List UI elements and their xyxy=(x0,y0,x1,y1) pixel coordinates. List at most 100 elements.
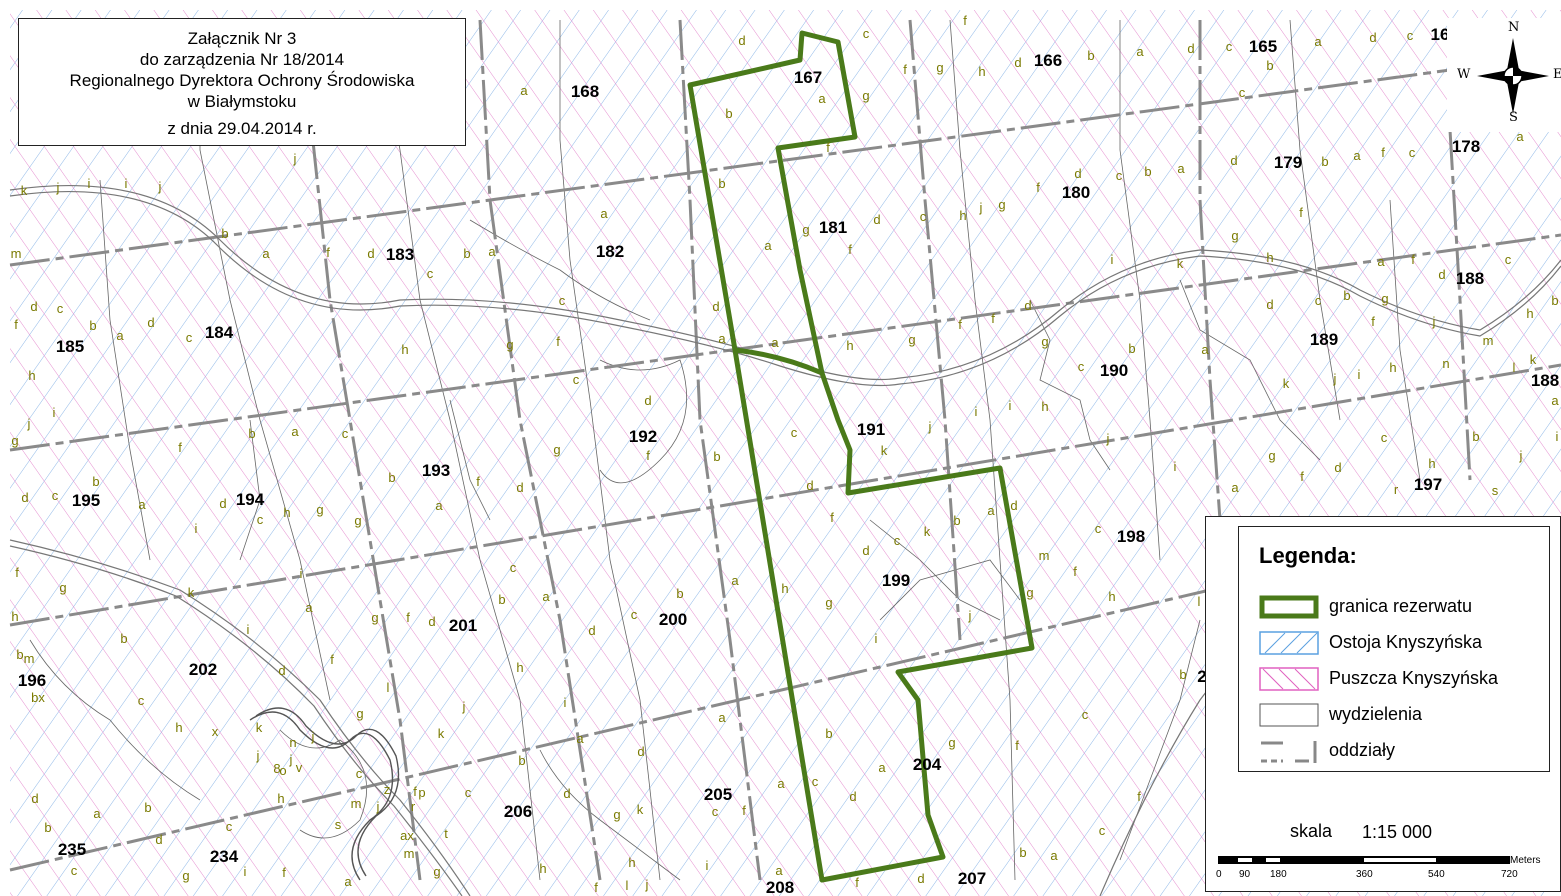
subunit-label: f xyxy=(1371,314,1375,329)
subunit-label: h xyxy=(1108,589,1115,604)
legend-box: Legenda: granica rezerwatu Ostoja Knyszy… xyxy=(1238,526,1550,772)
subunit-label: b xyxy=(92,474,99,489)
subunit-label: f xyxy=(742,803,746,818)
scale-tick-720: 720 xyxy=(1501,869,1518,880)
subunit-label: l xyxy=(626,878,629,893)
subunit-label: h xyxy=(11,609,18,624)
compartment-number: 207 xyxy=(958,869,986,888)
compartment-number: 199 xyxy=(882,571,910,590)
subunit-label: d xyxy=(1074,166,1081,181)
compartment-number: 179 xyxy=(1274,153,1302,172)
subunit-label: g xyxy=(825,595,832,610)
subunit-label: a xyxy=(731,573,739,588)
compass-rose: N S W E xyxy=(1447,18,1561,132)
compartment-number: 193 xyxy=(422,461,450,480)
compartment-number: 204 xyxy=(913,755,942,774)
subunit-label: j xyxy=(293,151,297,166)
subunit-label: c xyxy=(1239,85,1246,100)
compartment-numbers: 1671681661651617817918018118218318418518… xyxy=(18,25,1559,896)
subunit-label: g xyxy=(1268,448,1275,463)
scale-unit: Meters xyxy=(1510,855,1541,866)
subunit-label: b xyxy=(248,426,255,441)
subunit-label: a xyxy=(488,244,496,259)
subunit-label: c xyxy=(712,804,719,819)
reserve-boundary[interactable] xyxy=(687,30,1035,883)
subunit-label: c xyxy=(1315,293,1322,308)
subunit-label: g xyxy=(1381,291,1388,306)
subunit-label: h xyxy=(516,660,523,675)
compartment-number: 190 xyxy=(1100,361,1128,380)
subunit-label: m xyxy=(1483,333,1494,348)
subunit-label: d xyxy=(873,212,880,227)
subunit-label: a xyxy=(1551,393,1559,408)
subunit-label: g xyxy=(356,706,363,721)
subunit-label: a xyxy=(1231,480,1239,495)
subunit-label: a xyxy=(93,806,101,821)
subunit-label: f xyxy=(830,510,834,525)
subunit-label: c xyxy=(920,209,927,224)
subunit-label: a xyxy=(576,731,584,746)
subunit-label: i xyxy=(1556,429,1559,444)
subunit-label: a xyxy=(1201,342,1209,357)
title-box: Załącznik Nr 3 do zarządzenia Nr 18/2014… xyxy=(18,18,466,146)
subunit-label: c xyxy=(1409,145,1416,160)
subunit-label: f xyxy=(1015,738,1019,753)
subunit-label: c xyxy=(427,266,434,281)
subunit-label: h xyxy=(539,861,546,876)
subunit-label: i xyxy=(53,405,56,420)
subunit-label: g xyxy=(998,197,1005,212)
subunit-label: a xyxy=(344,874,352,889)
legend-item-puszcza: Puszcza Knyszyńska xyxy=(1259,665,1549,691)
subunit-label: i xyxy=(564,695,567,710)
subunit-label: a xyxy=(718,710,726,725)
subunit-label: d xyxy=(738,33,745,48)
subunit-label: f xyxy=(1073,564,1077,579)
subunit-label: b xyxy=(16,647,23,662)
compartment-lines xyxy=(9,19,1561,881)
subunit-label: b xyxy=(1321,154,1328,169)
subunit-label: g xyxy=(506,337,513,352)
subunit-label: m xyxy=(11,246,22,261)
legend-label-ostoja: Ostoja Knyszyńska xyxy=(1329,632,1483,652)
compartment-number: 197 xyxy=(1414,475,1442,494)
subunit-label: g xyxy=(908,332,915,347)
legend-label-wydzielenia: wydzielenia xyxy=(1329,704,1423,724)
subunit-label: f xyxy=(556,334,560,349)
subunit-label: d xyxy=(862,543,869,558)
subunit-label: g xyxy=(553,442,560,457)
subunit-label: c xyxy=(1095,521,1102,536)
title-line-4: w Białymstoku xyxy=(187,92,297,111)
subunit-label: f xyxy=(1411,252,1415,267)
compartment-number: 200 xyxy=(659,610,687,629)
subunit-label: d xyxy=(1024,298,1031,313)
compartment-number: 205 xyxy=(704,785,732,804)
subunit-label: h xyxy=(1526,306,1533,321)
subunit-label: g xyxy=(936,60,943,75)
subunit-label: g xyxy=(433,864,440,879)
compartment-number: 181 xyxy=(819,218,847,237)
subunit-label: g xyxy=(613,807,620,822)
subunit-label: g xyxy=(1026,585,1033,600)
subunit-label: d xyxy=(219,496,226,511)
subunit-label: f xyxy=(1300,469,1304,484)
subunit-label: x xyxy=(212,724,219,739)
subunit-label: f xyxy=(326,245,330,260)
compass-east: E xyxy=(1553,67,1561,82)
subunit-label: c xyxy=(863,26,870,41)
subunit-label: j xyxy=(27,416,31,431)
subunit-label: g xyxy=(948,735,955,750)
subunit-label: b xyxy=(1472,429,1479,444)
compartment-number: 168 xyxy=(571,82,599,101)
pink-hatch-icon xyxy=(1259,667,1319,691)
compartment-number: 182 xyxy=(596,242,624,261)
subunit-label: f xyxy=(1036,180,1040,195)
subunit-label: a xyxy=(1353,148,1361,163)
subunit-label: g xyxy=(1231,228,1238,243)
subunit-label: b xyxy=(1551,293,1558,308)
legend-item-reserve: granica rezerwatu xyxy=(1259,593,1549,619)
subunit-label: j xyxy=(376,799,380,814)
subunit-label: b xyxy=(1343,288,1350,303)
subunit-label: a xyxy=(777,776,785,791)
subunit-label: b xyxy=(221,226,228,241)
